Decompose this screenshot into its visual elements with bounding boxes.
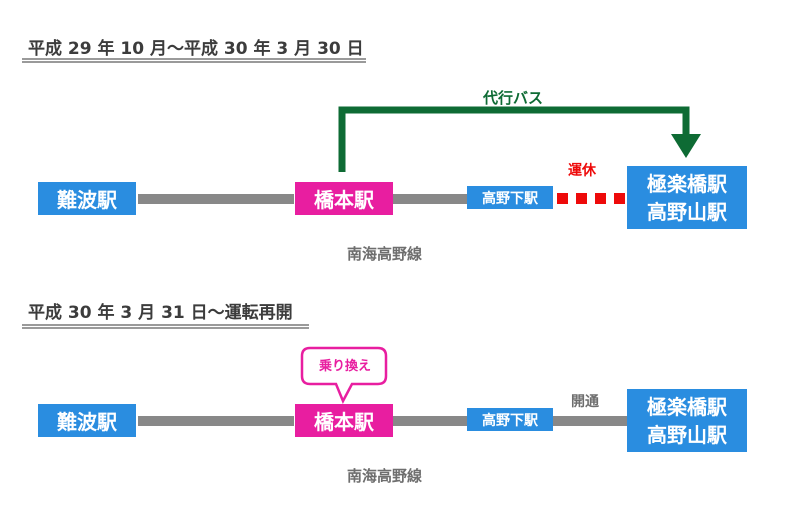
- bus-route-arrowhead: [671, 134, 701, 158]
- line-name: 南海高野線: [347, 467, 423, 485]
- suspended-dot: [614, 193, 625, 204]
- section-1-underline: [22, 58, 366, 63]
- station-namba: 難波駅: [38, 182, 136, 215]
- section-2-underline: [22, 324, 309, 329]
- bus-route-line: [338, 106, 690, 172]
- line-name: 南海高野線: [347, 245, 423, 263]
- station-koyashita: 高野下駅: [467, 186, 553, 209]
- station-gokurakubashi-koyasan: 極楽橋駅 高野山駅: [627, 389, 747, 452]
- station-gokurakubashi-koyasan: 極楽橋駅 高野山駅: [627, 166, 747, 229]
- track-hashimoto-koyashita: [393, 416, 467, 426]
- track-namba-hashimoto: [138, 194, 294, 204]
- station-gokurakubashi-label: 極楽橋駅: [647, 394, 727, 419]
- station-koyasan-label: 高野山駅: [647, 199, 727, 224]
- track-hashimoto-koyashita: [393, 194, 467, 204]
- suspended-label: 運休: [568, 163, 596, 179]
- transfer-bubble: [300, 346, 388, 404]
- suspended-dot: [595, 193, 606, 204]
- station-hashimoto: 橋本駅: [295, 404, 393, 437]
- section-1-title: 平成 29 年 10 月～平成 30 年 3 月 30 日: [28, 39, 364, 59]
- open-label: 開通: [571, 394, 599, 410]
- suspended-dot: [576, 193, 587, 204]
- track-koyashita-gokurakubashi: [553, 416, 627, 426]
- section-2-title: 平成 30 年 3 月 31 日～運転再開: [28, 303, 293, 323]
- station-koyashita: 高野下駅: [467, 408, 553, 431]
- station-namba: 難波駅: [38, 404, 136, 437]
- station-gokurakubashi-label: 極楽橋駅: [647, 171, 727, 196]
- bus-label: 代行バス: [483, 89, 544, 107]
- suspended-dot: [557, 193, 568, 204]
- track-namba-hashimoto: [138, 416, 294, 426]
- station-hashimoto: 橋本駅: [295, 182, 393, 215]
- transfer-label: 乗り換え: [318, 359, 371, 374]
- station-koyasan-label: 高野山駅: [647, 422, 727, 447]
